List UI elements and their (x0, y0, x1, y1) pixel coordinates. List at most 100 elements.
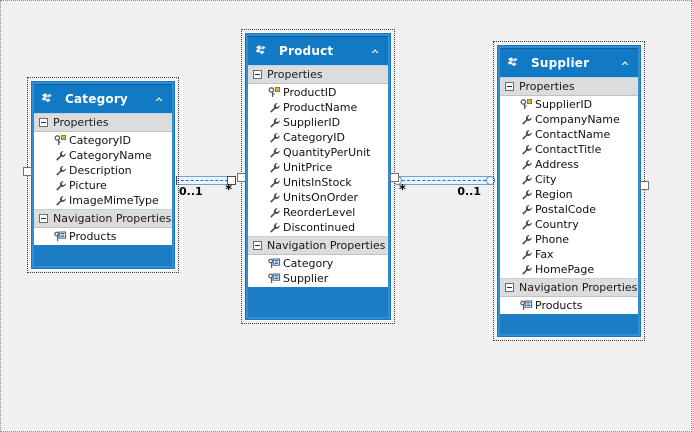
scalar-property-icon (520, 263, 533, 276)
property-name: Discontinued (283, 221, 356, 234)
navigation-property-row[interactable]: Products (500, 298, 638, 313)
property-row[interactable]: ProductID (248, 85, 388, 100)
scalar-property-icon (520, 218, 533, 231)
association-supplier-product[interactable]: * 0..1 (393, 176, 495, 197)
property-row[interactable]: CompanyName (500, 112, 638, 127)
association-line (171, 180, 233, 181)
compartment-navigation-properties: Navigation Properties Products (34, 209, 172, 245)
property-row[interactable]: UnitPrice (248, 160, 388, 175)
property-row[interactable]: Fax (500, 247, 638, 262)
scalar-property-icon (54, 179, 67, 192)
multiplicity-label-source: 0..1 (179, 185, 203, 198)
compartment-header-properties[interactable]: Properties (34, 114, 172, 132)
resize-grip-right[interactable] (640, 181, 649, 190)
entity-footer (34, 245, 172, 266)
collapse-expander-icon[interactable] (253, 70, 262, 79)
association-endpoint-handle-target[interactable] (486, 176, 495, 185)
entity-supplier[interactable]: Supplier Properties (493, 41, 649, 341)
property-name: ImageMimeType (69, 194, 159, 207)
property-row[interactable]: Picture (34, 178, 172, 193)
property-name: Phone (535, 233, 570, 246)
resize-grip-left[interactable] (23, 167, 32, 176)
multiplicity-label-target: * (225, 183, 232, 198)
property-name: UnitsOnOrder (283, 191, 359, 204)
property-row[interactable]: ImageMimeType (34, 193, 172, 208)
association-category-product[interactable]: 0..1 * (168, 176, 236, 197)
compartment-navigation-properties: Navigation Properties Products (500, 278, 638, 314)
compartment-properties: Properties CategoryID (34, 113, 172, 209)
property-name: Address (535, 158, 579, 171)
property-name: CategoryName (69, 149, 152, 162)
entity-category[interactable]: Category Properties (23, 77, 179, 273)
property-row[interactable]: Address (500, 157, 638, 172)
property-name: ProductID (283, 86, 337, 99)
compartment-title: Properties (519, 80, 575, 93)
navigation-property-name: Products (69, 230, 117, 243)
property-row[interactable]: ReorderLevel (248, 205, 388, 220)
property-row[interactable]: SupplierID (248, 115, 388, 130)
property-row[interactable]: ProductName (248, 100, 388, 115)
property-name: UnitsInStock (283, 176, 352, 189)
property-row[interactable]: UnitsInStock (248, 175, 388, 190)
scalar-property-icon (520, 233, 533, 246)
compartment-header-navigation-properties[interactable]: Navigation Properties (500, 279, 638, 297)
chevron-up-icon[interactable] (368, 44, 382, 58)
property-row[interactable]: UnitsOnOrder (248, 190, 388, 205)
property-row[interactable]: PostalCode (500, 202, 638, 217)
property-name: CategoryID (69, 134, 131, 147)
entity-icon (253, 43, 271, 59)
resize-grip-left[interactable] (237, 173, 246, 182)
navigation-property-row[interactable]: Products (34, 229, 172, 244)
collapse-expander-icon[interactable] (253, 241, 262, 250)
property-row[interactable]: CategoryName (34, 148, 172, 163)
chevron-up-icon[interactable] (618, 56, 632, 70)
collapse-expander-icon[interactable] (39, 214, 48, 223)
collapse-expander-icon[interactable] (505, 82, 514, 91)
compartment-navigation-properties: Navigation Properties Category (248, 236, 388, 287)
scalar-property-icon (520, 188, 533, 201)
property-row[interactable]: Country (500, 217, 638, 232)
property-name: ContactTitle (535, 143, 602, 156)
entity-header-product[interactable]: Product (248, 36, 388, 65)
property-row[interactable]: CategoryID (34, 133, 172, 148)
property-row[interactable]: Discontinued (248, 220, 388, 235)
key-icon (268, 86, 281, 99)
property-name: ReorderLevel (283, 206, 356, 219)
scalar-property-icon (520, 203, 533, 216)
chevron-up-icon[interactable] (152, 92, 166, 106)
entity-header-category[interactable]: Category (34, 84, 172, 113)
property-row[interactable]: Description (34, 163, 172, 178)
resize-grip-right[interactable] (390, 173, 399, 182)
property-row[interactable]: Region (500, 187, 638, 202)
collapse-expander-icon[interactable] (39, 118, 48, 127)
property-row[interactable]: City (500, 172, 638, 187)
property-name: QuantityPerUnit (283, 146, 371, 159)
compartment-properties: Properties SupplierID (500, 77, 638, 278)
property-row[interactable]: CategoryID (248, 130, 388, 145)
navigation-property-icon (54, 230, 67, 243)
compartment-header-navigation-properties[interactable]: Navigation Properties (34, 210, 172, 228)
property-row[interactable]: ContactTitle (500, 142, 638, 157)
property-row[interactable]: SupplierID (500, 97, 638, 112)
property-row[interactable]: HomePage (500, 262, 638, 277)
entity-title: Category (65, 92, 128, 106)
compartment-header-properties[interactable]: Properties (248, 66, 388, 84)
compartment-header-properties[interactable]: Properties (500, 78, 638, 96)
property-name: SupplierID (535, 98, 593, 111)
entity-product[interactable]: Product Properties (237, 29, 399, 324)
property-row[interactable]: ContactName (500, 127, 638, 142)
scalar-property-icon (520, 248, 533, 261)
property-name: Country (535, 218, 579, 231)
scalar-property-icon (520, 173, 533, 186)
property-row[interactable]: QuantityPerUnit (248, 145, 388, 160)
entity-icon (505, 55, 523, 71)
navigation-property-row[interactable]: Category (248, 256, 388, 271)
compartment-header-navigation-properties[interactable]: Navigation Properties (248, 237, 388, 255)
association-endpoint-handle-target[interactable] (227, 176, 236, 185)
collapse-expander-icon[interactable] (505, 283, 514, 292)
scalar-property-icon (268, 146, 281, 159)
navigation-property-row[interactable]: Supplier (248, 271, 388, 286)
entity-header-supplier[interactable]: Supplier (500, 48, 638, 77)
property-row[interactable]: Phone (500, 232, 638, 247)
